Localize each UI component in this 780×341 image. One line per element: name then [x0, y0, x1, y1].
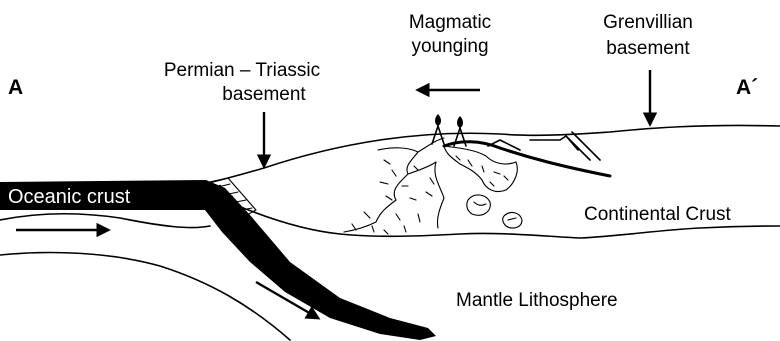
batholith-outline — [344, 138, 444, 232]
grenvillian-label-line2: basement — [606, 38, 690, 59]
section-end-label: A´ — [736, 76, 758, 99]
continental-crust-label: Continental Crust — [584, 204, 732, 225]
grenvillian-label-line1: Grenvillian — [603, 12, 693, 33]
slab-top-line — [0, 214, 210, 228]
oceanic-crust-label: Oceanic crust — [8, 186, 131, 208]
surface-line — [200, 125, 780, 185]
mantle-lithosphere-label: Mantle Lithosphere — [456, 290, 618, 311]
pluton-1 — [467, 195, 490, 215]
magmatic-arc-body — [444, 146, 517, 192]
slab-base-line — [0, 253, 290, 340]
volcano-1 — [432, 114, 444, 144]
magmatic-label-line2: younging — [411, 36, 488, 57]
batholith-hatching — [352, 160, 434, 234]
permian-label-line1: Permian – Triassic — [164, 60, 320, 81]
pluton-2 — [503, 213, 522, 228]
magmatic-label-line1: Magmatic — [409, 12, 491, 33]
section-start-label: A — [8, 76, 23, 99]
arc-hatching — [456, 156, 508, 186]
thrust-fault-main — [444, 142, 610, 176]
permian-label-line2: basement — [222, 84, 306, 105]
thrust-fault-upper — [488, 132, 600, 160]
